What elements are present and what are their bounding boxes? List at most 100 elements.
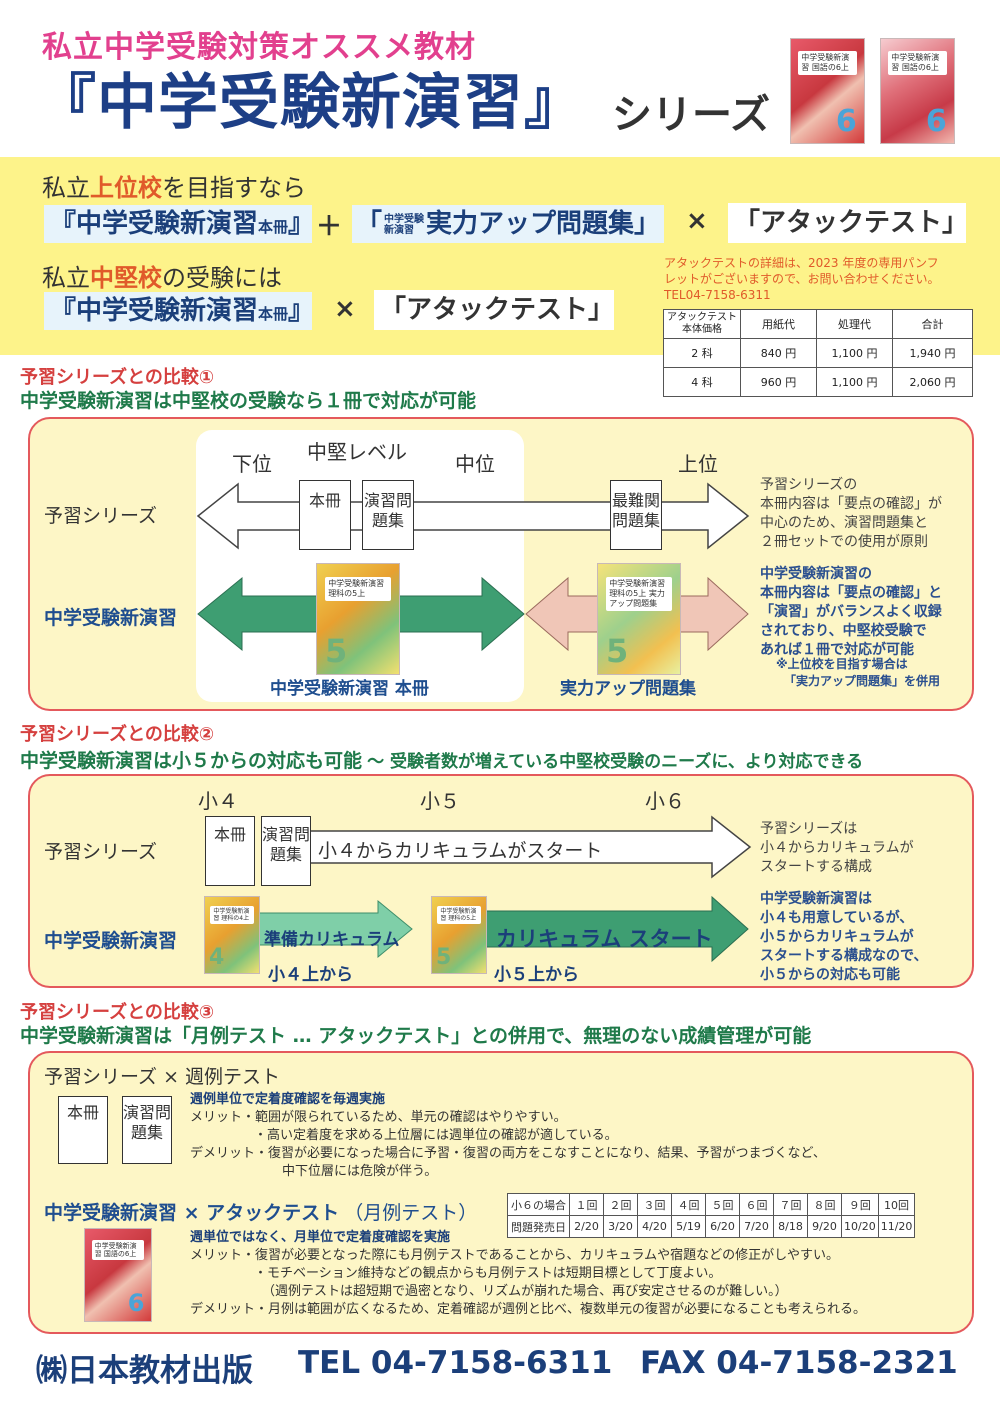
note-line: 中学受験新演習は bbox=[760, 891, 872, 907]
weekly-head: 週例単位で定着度確認を毎週実施 bbox=[190, 1092, 386, 1107]
schedule-table-wrap: 小６の場合 １回 ２回 ３回 ４回 ５回 ６回 ７回 ８回 ９回 10回 問題発… bbox=[507, 1193, 916, 1238]
attack-test-label-2: 「アタックテスト」 bbox=[374, 290, 614, 330]
cover-number: 6 bbox=[127, 1289, 145, 1318]
price-cell: 4 科 bbox=[663, 367, 741, 397]
combo1-small2: 新演習 bbox=[384, 224, 415, 236]
section1-headline: 中学受験新演習は中堅校の受験なら１冊で対応が可能 bbox=[20, 390, 477, 412]
section3-sub1: 予習シリーズ × 週例テスト bbox=[44, 1066, 281, 1088]
note-line: 「演習」がバランスよく収録 bbox=[760, 604, 942, 620]
grade-6: 小６ bbox=[645, 789, 685, 813]
sched-cell: 3/20 bbox=[603, 1215, 638, 1238]
weekly-merit2: ・高い定着度を求める上位層には週単位の確認が適している。 bbox=[254, 1128, 618, 1143]
book-cover-top-2: 中学受験新演習 国語の6上 6 bbox=[880, 38, 955, 144]
section2-panel bbox=[28, 774, 974, 988]
section3-sub2-paren: （月例テスト） bbox=[344, 1202, 478, 1224]
pamphlet-note: アタックテストの詳細は、2023 年度の専用パンフ レットがございますので、お問… bbox=[664, 255, 940, 303]
book-cover-kokugo6: 中学受験新演習 国語の6上 6 bbox=[84, 1228, 152, 1322]
note-line: 小５からの対応も可能 bbox=[760, 967, 900, 983]
sched-cell: 問題発売日 bbox=[507, 1215, 570, 1238]
times-sign-1: × bbox=[686, 206, 708, 236]
book-cover-rika5-jitsuryoku: 中学受験新演習 理科の5上 実力アップ問題集 5 bbox=[597, 563, 681, 675]
schedule-table: 小６の場合 １回 ２回 ３回 ４回 ５回 ６回 ７回 ８回 ９回 10回 問題発… bbox=[507, 1193, 916, 1238]
sched-head-cell: ２回 bbox=[603, 1193, 638, 1216]
price-table: アタックテスト本体価格 用紙代 処理代 合計 2 科 840 円 1,100 円… bbox=[663, 309, 973, 397]
monthly-demerit: デメリット・月例は範囲が広くなるため、定着確認が週例と比べ、複数単元の復習が必要… bbox=[190, 1302, 867, 1317]
sched-head-cell: 小６の場合 bbox=[507, 1193, 570, 1216]
sched-cell: 10/20 bbox=[841, 1215, 879, 1238]
caption-jitsuryoku: 実力アップ問題集 bbox=[560, 679, 696, 699]
monthly-block: 週単位ではなく、月単位で定着度確認を実施 メリット・復習が必要となった際にも月例… bbox=[190, 1229, 866, 1319]
section1-label: 予習シリーズとの比較① bbox=[20, 367, 215, 388]
double-arrow-white bbox=[196, 482, 750, 550]
combo2-end: 』 bbox=[288, 296, 315, 326]
times-sign-2: × bbox=[334, 294, 356, 324]
banner-line2: 私立中堅校の受験には bbox=[42, 258, 282, 293]
monthly-merit2: ・モチベーション維持などの観点からも月例テストは短期目標として丁度よい。 bbox=[254, 1266, 722, 1281]
note-line: あれば１冊で対応が可能 bbox=[760, 642, 914, 658]
header-title: 『中学受験新演習』 bbox=[36, 68, 585, 138]
note-line: 中学受験新演習の bbox=[760, 566, 872, 582]
arrow-prep bbox=[251, 899, 413, 959]
footer-tel: TEL 04-7158-6311 bbox=[298, 1345, 613, 1381]
box2-enshu: 演習問題集 bbox=[261, 816, 311, 886]
combo1-title: 『中学受験新演習 bbox=[50, 209, 259, 239]
banner-line1-pre: 私立 bbox=[42, 174, 90, 202]
banner-line2-pre: 私立 bbox=[42, 264, 90, 292]
combo1-bracket: 「 bbox=[356, 209, 383, 239]
level-mid: 中位 bbox=[455, 452, 495, 476]
row-label-yoshu: 予習シリーズ bbox=[44, 505, 158, 527]
section3-sub2: 中学受験新演習 × アタックテスト （月例テスト） bbox=[44, 1198, 477, 1225]
section3-sub2-main: 中学受験新演習 × アタックテスト bbox=[44, 1202, 340, 1224]
sched-head-cell: ８回 bbox=[807, 1193, 842, 1216]
cover-number: 5 bbox=[325, 631, 348, 670]
price-header-cell: アタックテスト本体価格 bbox=[663, 309, 741, 339]
cover-number: 4 bbox=[209, 944, 225, 970]
cover-title: 中学受験新演習 国語の6上 bbox=[798, 51, 857, 76]
price-cell: 1,100 円 bbox=[816, 367, 893, 397]
box3-enshu: 演習問題集 bbox=[122, 1096, 172, 1164]
section2-note2: 中学受験新演習は 小４も用意しているが、 小５からカリキュラムが スタートする構… bbox=[760, 890, 927, 985]
section2-headline-main: 中学受験新演習は小５からの対応も可能 bbox=[20, 750, 363, 772]
cover-number: 5 bbox=[606, 631, 629, 670]
level-high: 上位 bbox=[678, 452, 718, 476]
section2-note1: 予習シリーズは 小４からカリキュラムが スタートする構成 bbox=[760, 820, 914, 877]
combo1-honsatsu: 『中学受験新演習本冊』 bbox=[44, 205, 314, 243]
section2-arrows bbox=[251, 815, 752, 963]
footer-company: ㈱日本教材出版 bbox=[36, 1353, 253, 1389]
pamphlet-text2: レットがございますので、お問い合わせください。 bbox=[664, 272, 940, 286]
note-line: されており、中堅校受験で bbox=[760, 623, 927, 639]
monthly-merit1: メリット・復習が必要となった際にも月例テストであることから、カリキュラムや宿題な… bbox=[190, 1248, 839, 1263]
banner-line2-highlight: 中堅校 bbox=[90, 264, 162, 292]
sched-head-cell: 10回 bbox=[877, 1193, 916, 1216]
price-table-wrap: アタックテスト本体価格 用紙代 処理代 合計 2 科 840 円 1,100 円… bbox=[663, 309, 973, 397]
combo1-small1: 中学受験 bbox=[384, 213, 425, 225]
sched-cell: 8/18 bbox=[773, 1215, 808, 1238]
sched-cell: 7/20 bbox=[739, 1215, 774, 1238]
note-line: 「実力アップ問題集」を併用 bbox=[784, 674, 941, 688]
section3-headline: 中学受験新演習は「月例テスト … アタックテスト」との併用で、無理のない成績管理… bbox=[20, 1025, 812, 1047]
sched-head-cell: １回 bbox=[569, 1193, 604, 1216]
banner-line2-post: の受験には bbox=[162, 264, 282, 292]
note-line: 小４も用意しているが、 bbox=[760, 910, 914, 926]
from-grade5: 小５上から bbox=[494, 965, 579, 985]
section3-panel bbox=[28, 1051, 974, 1334]
box3-honsatsu: 本冊 bbox=[58, 1096, 108, 1164]
note-line: スタートする構成 bbox=[760, 859, 872, 875]
pamphlet-text1: アタックテストの詳細は、2023 年度の専用パンフ bbox=[664, 256, 939, 270]
note-line: ※上位校を目指す場合は bbox=[776, 657, 908, 671]
weekly-merit1: メリット・範囲が限られているため、単元の確認はやりやすい。 bbox=[190, 1110, 567, 1125]
combo2-honsatsu: 『中学受験新演習本冊』 bbox=[44, 292, 315, 330]
section2-headline: 中学受験新演習は小５からの対応も可能 ～ 受験者数が増えている中堅校受験のニーズ… bbox=[20, 747, 863, 772]
note-line: 本冊内容は「要点の確認」が bbox=[760, 496, 942, 512]
price-cell: 2,060 円 bbox=[892, 367, 973, 397]
cover-title: 中学受験新演習 国語の6上 bbox=[888, 51, 947, 76]
book-cover-rika5-small: 中学受験新演習 理科の5上 5 bbox=[431, 896, 487, 974]
footer-fax: FAX 04-7158-2321 bbox=[640, 1345, 958, 1381]
note-line: 本冊内容は「要点の確認」と bbox=[760, 585, 942, 601]
book-cover-rika4: 中学受験新演習 理科の4上 4 bbox=[204, 896, 260, 974]
price-cell: 840 円 bbox=[740, 338, 817, 368]
header-series: シリーズ bbox=[612, 92, 770, 138]
box-honsatsu: 本冊 bbox=[299, 480, 351, 550]
weekly-demerit1: デメリット・復習が必要になった場合に予習・復習の両方をこなすことになり、結果、予… bbox=[190, 1146, 826, 1161]
row-label-shinenshu: 中学受験新演習 bbox=[44, 607, 178, 629]
